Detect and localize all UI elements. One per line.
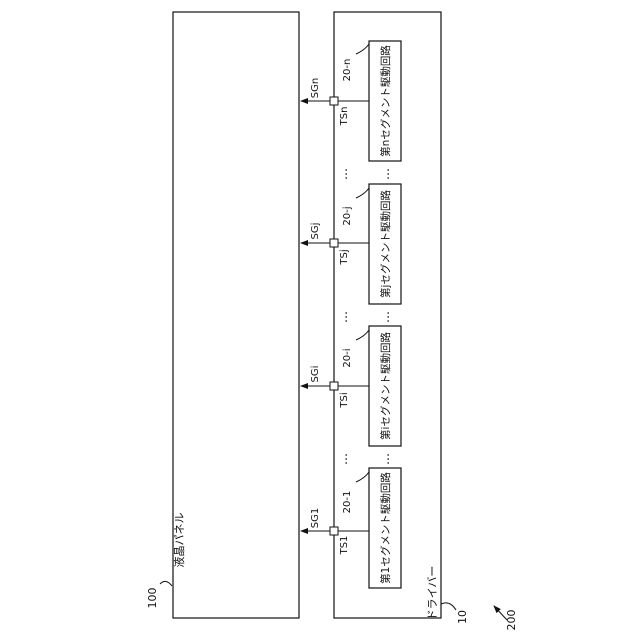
driver-leader-line [441,603,456,610]
circuit-ref-leader [356,330,369,340]
terminal-label: TSn [339,107,350,127]
driver-label: ドライバー [426,566,439,621]
terminal-pad [330,97,338,105]
terminal-label: TSi [339,392,350,408]
circuit-label: 第1セグメント駆動回路 [379,472,392,584]
terminal-pad [330,239,338,247]
ellipsis-6: … [336,168,350,180]
terminal-pad [330,527,338,535]
circuit-ref-leader [356,188,369,198]
circuit-ref: 20-i [342,348,353,367]
terminal-pad [330,382,338,390]
segment-circuit-n: 第nセグメント駆動回路 20-n TSn SGn [301,41,401,161]
ellipsis-3: … [378,168,392,180]
ellipsis-2: … [378,311,392,323]
circuit-ref: 20-1 [342,491,353,514]
circuit-ref: 20-n [342,59,353,82]
ellipsis-4: … [336,453,350,465]
terminal-label: TS1 [339,536,350,556]
ellipsis-5: … [336,311,350,323]
circuit-ref: 20-j [342,206,353,225]
panel-leader-line [160,581,172,586]
circuit-ref-leader [356,472,369,482]
panel-number: 100 [146,588,159,609]
circuit-label: 第iセグメント駆動回路 [379,332,392,440]
panel-label: 液晶パネル [172,513,186,568]
lcd-panel [173,12,299,618]
segment-circuit-j: 第jセグメント駆動回路 20-j TSj SGj [301,184,401,304]
segment-circuit-i: 第iセグメント駆動回路 20-i TSi SGi [301,326,401,446]
circuit-label: 第nセグメント駆動回路 [379,45,392,157]
signal-label: SG1 [310,508,321,528]
segment-circuit-1: 第1セグメント駆動回路 20-1 TS1 SG1 [301,468,401,588]
signal-label: SGj [310,223,321,240]
driver-number: 10 [456,610,469,624]
signal-label: SGi [310,366,321,383]
ellipsis-1: … [378,453,392,465]
circuit-label: 第jセグメント駆動回路 [379,190,392,298]
circuit-ref-leader [356,44,369,54]
terminal-label: TSj [339,249,350,265]
signal-label: SGn [310,78,321,98]
